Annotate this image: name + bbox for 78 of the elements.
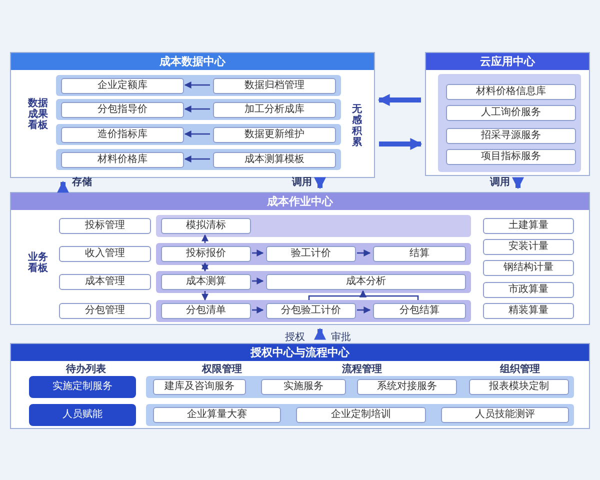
- panel-title: 云应用中心: [426, 53, 589, 70]
- process-box: 企业算量大赛: [153, 407, 281, 423]
- process-box: 分包结算: [373, 303, 466, 319]
- process-box: 数据归档管理: [213, 78, 336, 94]
- process-box: 报表模块定制: [469, 379, 569, 395]
- arrow: [357, 306, 371, 314]
- process-box: 加工分析成库: [213, 102, 336, 118]
- arrow: [202, 262, 208, 272]
- process-box: 精装算量: [483, 303, 574, 319]
- process-box: 成本管理: [59, 274, 151, 290]
- process-box: 成本测算: [161, 274, 251, 290]
- arrow: [184, 106, 210, 112]
- process-box: 安装计量: [483, 239, 574, 255]
- column-header: 组织管理: [500, 362, 540, 376]
- arrow: [252, 278, 264, 284]
- arrow: [202, 291, 208, 301]
- column-header: 权限管理: [202, 362, 242, 376]
- panel: [10, 52, 375, 178]
- side-label: 业务看板: [28, 252, 48, 274]
- edge-label: 存储: [72, 176, 92, 189]
- arrow: [379, 138, 422, 150]
- service-box: 实施定制服务: [29, 376, 136, 398]
- panel-title: 成本数据中心: [11, 53, 374, 70]
- arrow: [512, 177, 524, 190]
- process-box: 建库及咨询服务: [153, 379, 246, 395]
- process-box: 投标报价: [161, 246, 251, 262]
- process-box: 成本分析: [266, 274, 466, 290]
- arrow-label: 授权: [285, 330, 305, 344]
- side-label: 无感积累: [352, 104, 362, 148]
- process-box: 企业定额库: [61, 78, 184, 94]
- process-box: 实施服务: [261, 379, 346, 395]
- panel: [10, 192, 590, 325]
- process-box: 投标管理: [59, 218, 151, 234]
- process-box: 人员技能测评: [441, 407, 569, 423]
- arrow: [360, 290, 419, 300]
- arrow: [314, 328, 326, 340]
- process-box: 结算: [373, 246, 466, 262]
- panel-title: 授权中心与流程中心: [11, 344, 589, 361]
- arrow-label: 审批: [331, 330, 351, 344]
- process-box: 材料价格信息库: [446, 84, 576, 100]
- process-box: 材料价格库: [61, 152, 184, 168]
- service-box: 人员赋能: [29, 404, 136, 426]
- column-header: 待办列表: [66, 362, 106, 376]
- panel-title: 成本作业中心: [11, 193, 589, 210]
- process-box: 分包指导价: [61, 102, 184, 118]
- process-box: 分包管理: [59, 303, 151, 319]
- arrow: [252, 250, 264, 256]
- process-box: 招采寻源服务: [446, 128, 576, 144]
- edge-label: 调用: [490, 176, 510, 189]
- process-box: 土建算量: [483, 218, 574, 234]
- arrow: [184, 130, 210, 138]
- process-box: 市政算量: [483, 282, 574, 298]
- process-box: 造价指标库: [61, 127, 184, 143]
- column-header: 流程管理: [342, 362, 382, 376]
- process-box: 钢结构计量: [483, 260, 574, 276]
- process-box: 分包验工计价: [266, 303, 356, 319]
- process-box: 分包清单: [161, 303, 251, 319]
- arrow: [252, 306, 264, 314]
- process-box: 企业定制培训: [296, 407, 426, 423]
- arrow: [357, 250, 371, 256]
- process-box: 系统对接服务: [357, 379, 457, 395]
- edge-label: 调用: [292, 176, 312, 189]
- process-box: 验工计价: [266, 246, 356, 262]
- process-box: 数据更新维护: [213, 127, 336, 143]
- arrow: [314, 177, 326, 190]
- panel: [425, 52, 590, 176]
- arrow: [202, 234, 208, 243]
- arrow: [184, 156, 210, 162]
- process-box: 模拟清标: [161, 218, 251, 234]
- arrow: [57, 180, 69, 193]
- process-box: 人工询价服务: [446, 105, 576, 121]
- panel: [10, 343, 590, 429]
- process-box: 成本测算模板: [213, 152, 336, 168]
- process-box: 项目指标服务: [446, 149, 576, 165]
- arrow: [378, 94, 421, 106]
- arrow: [184, 82, 210, 88]
- side-label: 数据成果看板: [28, 98, 48, 131]
- process-box: 收入管理: [59, 246, 151, 262]
